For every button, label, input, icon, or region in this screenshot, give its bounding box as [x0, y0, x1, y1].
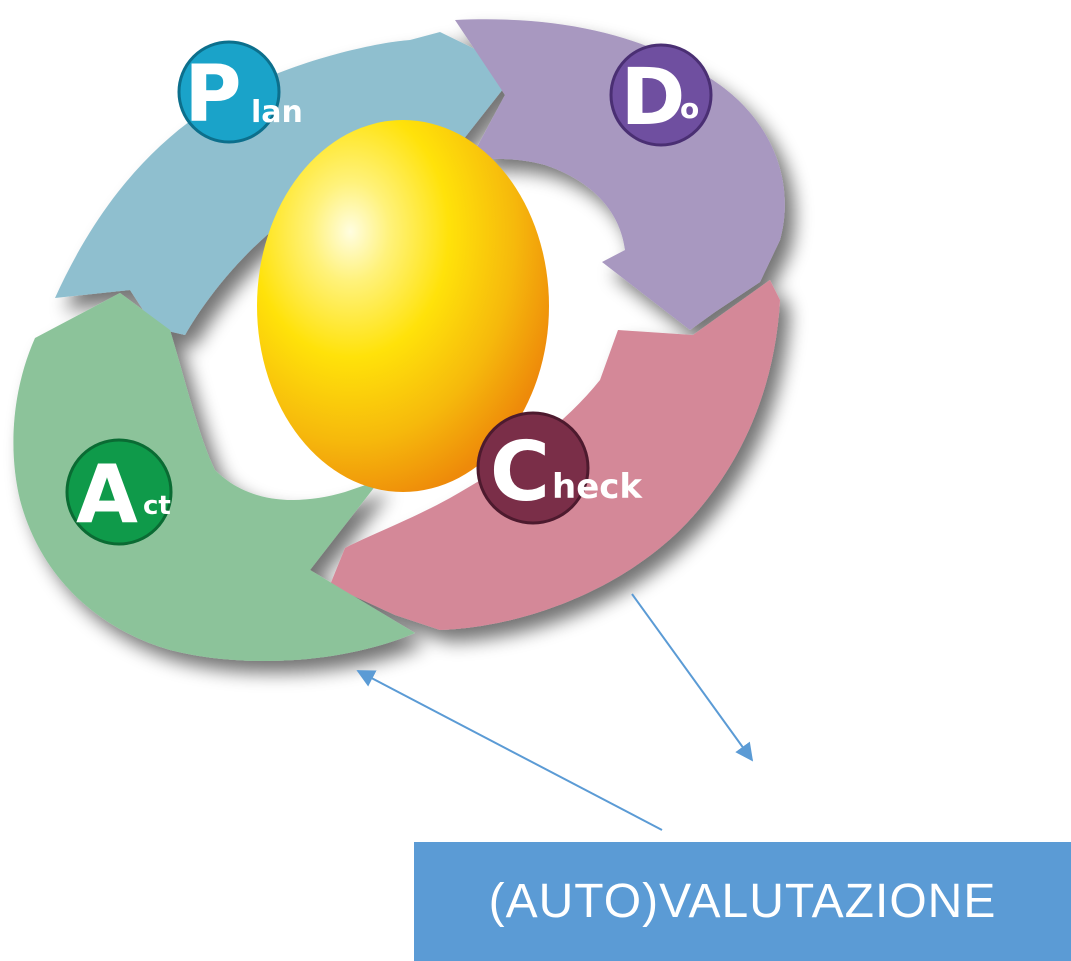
act-badge: A ct: [65, 438, 173, 546]
do-badge: D o: [609, 43, 713, 147]
check-initial: C: [490, 425, 550, 520]
do-rest: o: [680, 92, 699, 125]
plan-badge: P lan: [177, 40, 303, 144]
plan-arrow: [55, 32, 518, 335]
check-badge: C heck: [476, 411, 643, 525]
act-rest: ct: [143, 491, 171, 521]
autovalutazione-label: (AUTO)VALUTAZIONE: [488, 875, 997, 928]
check-rest: heck: [552, 467, 643, 507]
arrow-to-label: [631, 593, 754, 762]
plan-initial: P: [184, 50, 241, 140]
plan-rest: lan: [251, 95, 303, 130]
autovalutazione-box: (AUTO)VALUTAZIONE: [414, 842, 1071, 961]
act-initial: A: [76, 448, 138, 541]
arrow-to-act: [356, 670, 663, 831]
do-initial: D: [621, 53, 686, 143]
center-egg: [257, 120, 549, 492]
act-arrow: [13, 293, 416, 662]
